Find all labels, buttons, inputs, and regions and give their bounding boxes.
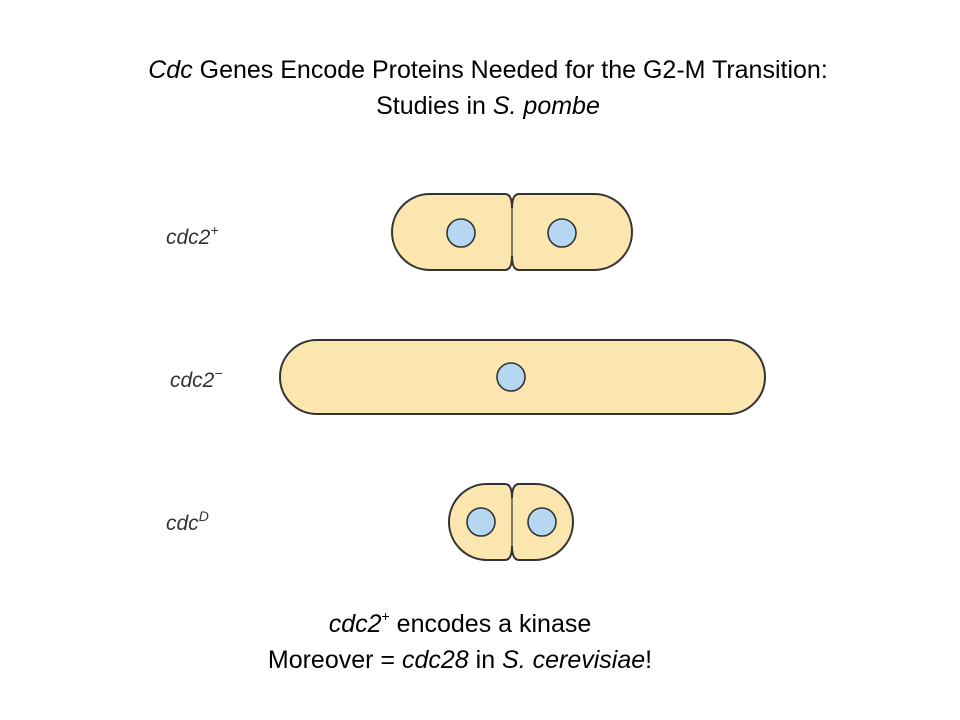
caption-line-2-text-a: Moreover = <box>267 646 402 675</box>
title-line-1: Cdc Genes Encode Proteins Needed for the… <box>0 52 960 88</box>
title-cdc-italic: Cdc <box>148 56 193 84</box>
cdc-dominant-dividing-cell <box>448 483 574 561</box>
cdc2-plus-nucleus-right <box>547 218 577 248</box>
caption-line-1: cdc2+ encodes a kinase <box>0 606 920 642</box>
caption-gene-italic: cdc2 <box>328 610 382 638</box>
label-cdc-dominant: cdcD <box>166 508 209 535</box>
title-species-italic: S. pombe <box>492 92 600 121</box>
cdc2-plus-nucleus-left <box>446 218 476 248</box>
cdc-dominant-nucleus-left <box>466 507 496 537</box>
caption-line-1-text: encodes a kinase <box>389 610 592 638</box>
caption-line-2: Moreover = cdc28 in S. cerevisiae! <box>0 642 920 678</box>
cdc-dominant-nucleus-right <box>527 507 557 537</box>
slide-title: Cdc Genes Encode Proteins Needed for the… <box>0 52 960 125</box>
caption-species-italic: S. cerevisiae <box>502 646 646 675</box>
cdc2-minus-nucleus <box>496 362 526 392</box>
caption-line-2-text-c: ! <box>645 646 653 675</box>
slide-caption: cdc2+ encodes a kinase Moreover = cdc28 … <box>0 606 920 679</box>
title-line-1-text: Genes Encode Proteins Needed for the G2-… <box>192 56 828 84</box>
label-cdc2-plus: cdc2+ <box>166 222 219 249</box>
label-cdc2-minus: cdc2− <box>170 365 223 392</box>
caption-cdc28-italic: cdc28 <box>401 646 469 675</box>
caption-gene-sup: + <box>381 608 390 624</box>
caption-line-2-text-b: in <box>468 646 503 675</box>
title-line-2-text: Studies in <box>376 92 493 121</box>
title-line-2: Studies in S. pombe <box>0 88 960 124</box>
